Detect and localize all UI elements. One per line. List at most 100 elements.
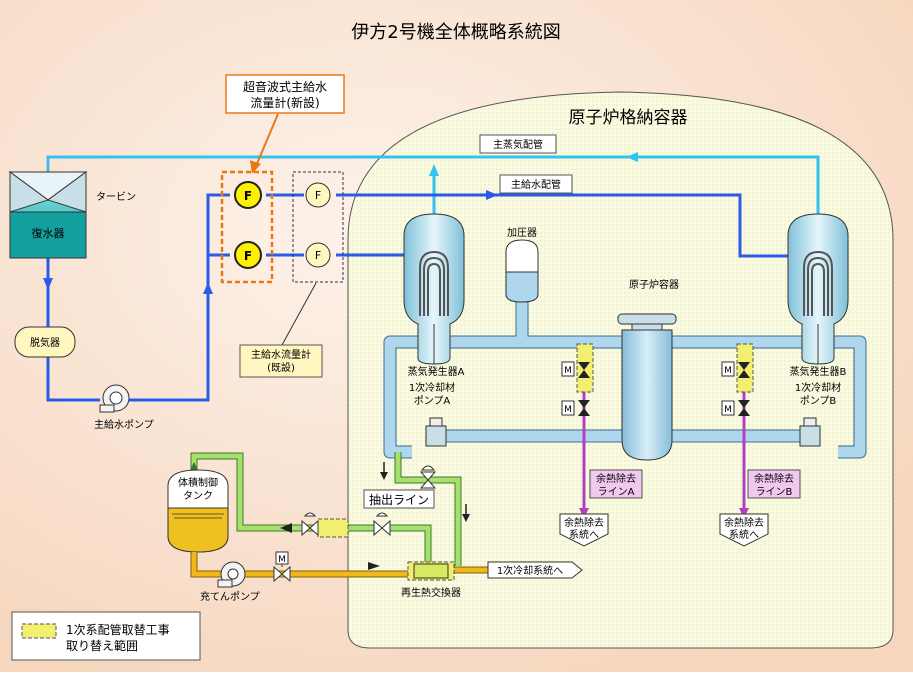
rhr-a-valve-2: M xyxy=(561,400,590,416)
to-rhr-b: 余熱除去 系統へ xyxy=(719,513,769,547)
existing-meter-label-2: (既設) xyxy=(267,361,295,374)
svg-text:F: F xyxy=(315,249,321,262)
new-meter-pointer-arrow xyxy=(250,160,261,174)
main-feed-line xyxy=(46,193,800,402)
new-meter-box xyxy=(220,170,274,284)
existing-meter-box xyxy=(292,171,344,283)
svg-text:M: M xyxy=(724,366,732,376)
rhr-b-label-2: ラインB xyxy=(756,486,793,498)
main-feed-label-box xyxy=(499,174,573,194)
to-rhr-a: 余熱除去 系統へ xyxy=(559,513,609,547)
regen-hx-label: 再生熱交換器 xyxy=(401,586,461,599)
letdown-valve-3 xyxy=(419,465,437,489)
to-primary-system: 1次冷却系統へ xyxy=(487,561,583,579)
rcp-b xyxy=(799,417,821,447)
new-meter-label-2: 流量計(新設) xyxy=(250,95,319,110)
existing-meter-label-1: 主給水流量計 xyxy=(251,348,311,361)
new-meter-callout xyxy=(225,74,345,114)
rhr-b-valve-2: M xyxy=(721,400,750,416)
svg-text:系統へ: 系統へ xyxy=(729,528,759,541)
legend-label-2: 取り替え範囲 xyxy=(66,638,138,653)
rcp-a xyxy=(425,417,447,447)
vct-label-1: 体積制御 xyxy=(178,476,218,489)
charging-line-fill xyxy=(191,552,488,577)
pressurizer xyxy=(505,239,539,303)
legend: 1次系配管取替工事 取り替え範囲 xyxy=(11,611,201,661)
rhr-a-box xyxy=(589,469,643,499)
letdown-arrow-up xyxy=(189,462,199,472)
charging-arrow-right xyxy=(368,562,380,570)
svg-text:M: M xyxy=(724,405,732,415)
letdown-arrow-left xyxy=(280,523,292,533)
new-meter-label-1: 超音波式主給水 xyxy=(243,79,327,94)
letdown-flow-arrowhead-2 xyxy=(462,514,470,522)
letdown-flow-arrowhead-1 xyxy=(380,472,388,480)
rcp-a-label-1: 1次冷却材 xyxy=(409,381,455,394)
svg-text:M: M xyxy=(278,555,286,565)
sg-a-label: 蒸気発生器A xyxy=(408,365,465,378)
existing-flow-meter-1: F xyxy=(305,182,331,208)
main-steam-label: 主蒸気配管 xyxy=(493,138,543,151)
new-flow-meter-2: F xyxy=(234,241,262,269)
steam-generator-a xyxy=(403,213,465,365)
svg-text:M: M xyxy=(564,405,572,415)
letdown-label-box xyxy=(363,489,435,509)
svg-text:余熱除去: 余熱除去 xyxy=(564,516,604,529)
sg-b-label: 蒸気発生器B xyxy=(790,365,847,378)
containment-vessel xyxy=(347,91,894,649)
letdown-label: 抽出ライン xyxy=(369,493,429,507)
turbine-condenser xyxy=(8,171,88,259)
svg-text:F: F xyxy=(244,189,252,203)
volume-control-tank xyxy=(167,469,229,553)
feed-pump xyxy=(99,384,130,413)
deaerator xyxy=(14,326,76,358)
svg-text:1次冷却系統へ: 1次冷却系統へ xyxy=(497,564,563,577)
rhr-a-label-1: 余熱除去 xyxy=(596,472,636,485)
svg-text:余熱除去: 余熱除去 xyxy=(724,516,764,529)
containment-label: 原子炉格納容器 xyxy=(569,108,688,128)
svg-text:F: F xyxy=(315,189,321,202)
deaerator-label: 脱気器 xyxy=(30,336,60,349)
new-meter-pointer xyxy=(255,113,279,167)
existing-flow-meter-2: F xyxy=(305,242,331,268)
svg-text:F: F xyxy=(244,249,252,263)
svg-text:系統へ: 系統へ xyxy=(569,528,599,541)
feed-arrow-down xyxy=(43,278,53,290)
steam-arrow-up xyxy=(429,164,439,176)
rhr-a-label-2: ラインA xyxy=(598,486,635,498)
main-steam-label-box xyxy=(479,134,557,154)
rhr-b-box xyxy=(747,469,801,499)
svg-text:M: M xyxy=(564,366,572,376)
condenser-label: 復水器 xyxy=(32,227,65,240)
rhr-b-label-1: 余熱除去 xyxy=(754,472,794,485)
letdown-valve-1 xyxy=(301,512,319,537)
new-flow-meter-1: F xyxy=(234,181,262,209)
letdown-replace-zone xyxy=(317,518,349,538)
rhr-b-valve-1: M xyxy=(721,361,750,378)
rhr-b-arrow xyxy=(739,508,749,518)
feed-arrow-right xyxy=(486,190,498,200)
feed-pump-label: 主給水ポンプ xyxy=(94,418,154,431)
rcp-b-label-2: ポンプB xyxy=(800,395,837,407)
regen-hx xyxy=(413,563,449,579)
main-feed-label: 主給水配管 xyxy=(511,178,561,191)
rcp-b-label-1: 1次冷却材 xyxy=(795,381,841,394)
charging-pump xyxy=(217,561,246,588)
steam-arrow-left xyxy=(626,152,638,162)
legend-label-1: 1次系配管取替工事 xyxy=(66,622,170,637)
charging-pump-label: 充てんポンプ xyxy=(200,590,260,603)
diagram-title: 伊方2号機全体概略系統図 xyxy=(351,22,560,43)
feed-arrow-up xyxy=(203,282,213,294)
vct-label-2: タンク xyxy=(183,490,213,502)
rhr-a-arrow xyxy=(579,508,589,518)
pressurizer-label: 加圧器 xyxy=(507,227,537,239)
existing-meter-pointer xyxy=(281,282,317,346)
turbine-label: タービン xyxy=(96,191,136,203)
steam-generator-b xyxy=(787,213,849,365)
charging-valve: M xyxy=(273,551,291,583)
rcp-a-label-2: ポンプA xyxy=(414,395,451,407)
rhr-a-valve-1: M xyxy=(561,361,590,378)
reactor-vessel-label: 原子炉容器 xyxy=(629,278,679,291)
